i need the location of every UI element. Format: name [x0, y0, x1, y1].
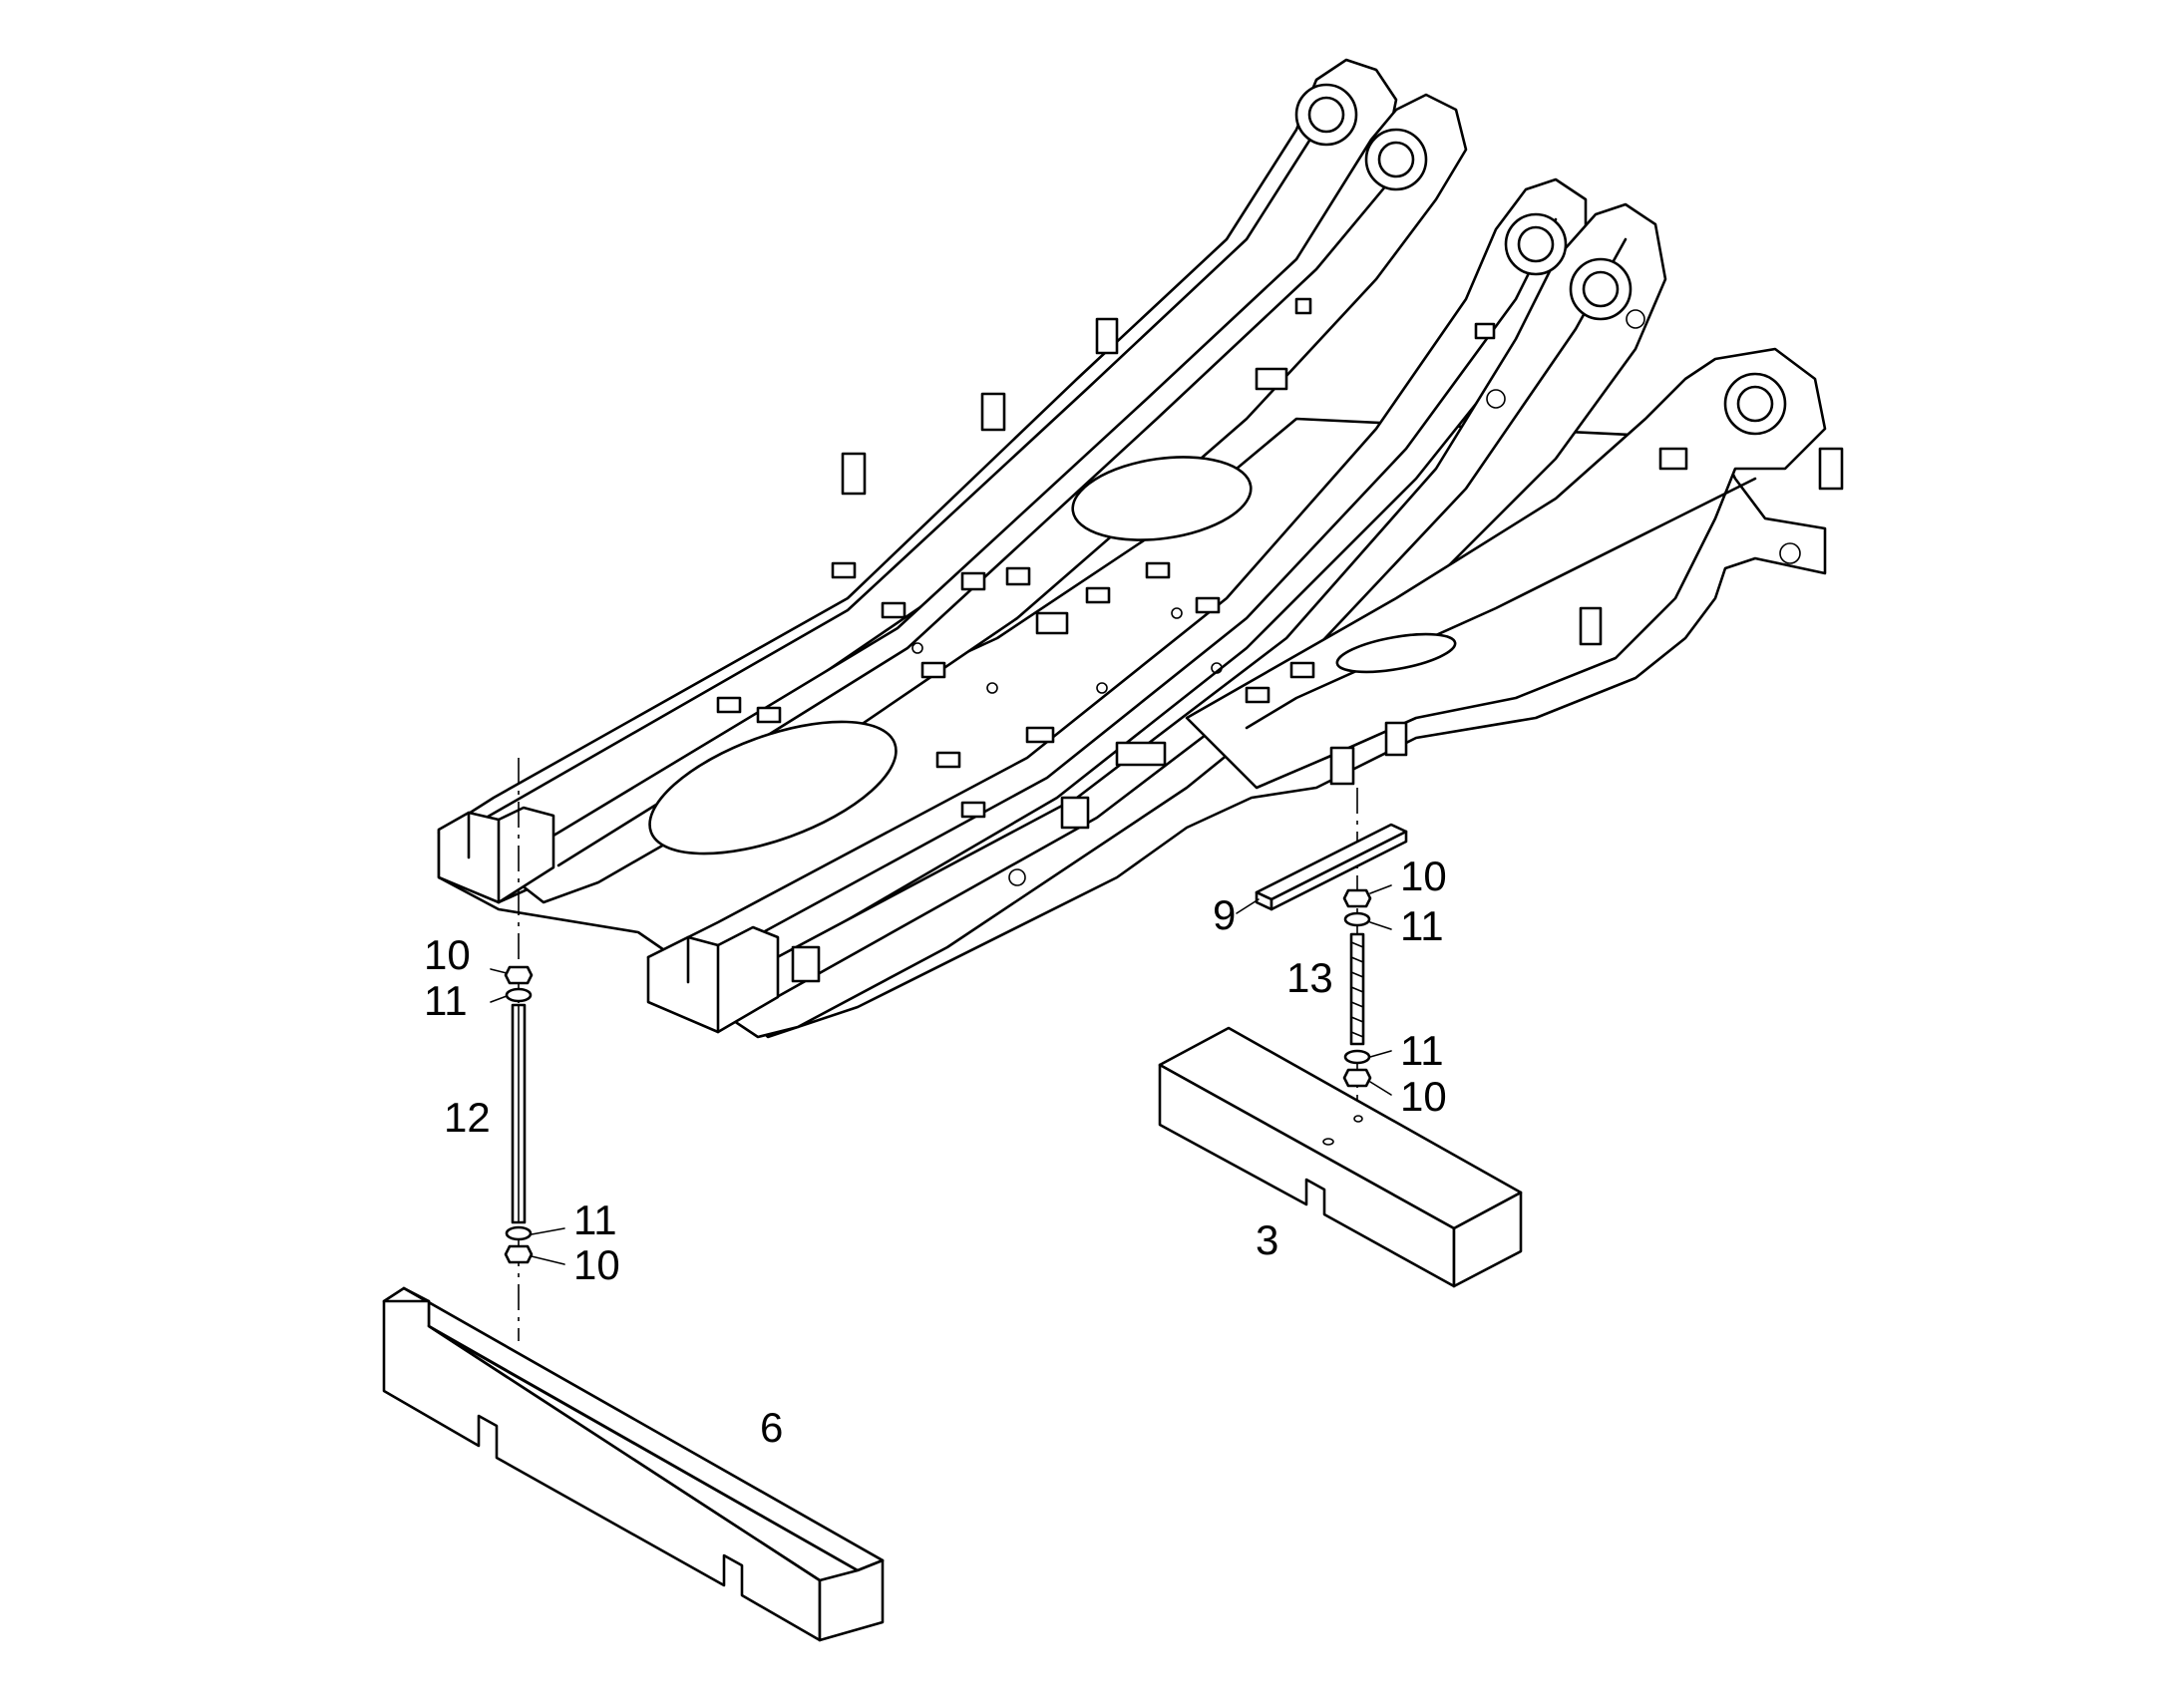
- callout-3-block: 3: [1256, 1216, 1278, 1263]
- frame-right-opening: [1335, 632, 1457, 674]
- callout-12-left-stud: 12: [444, 1094, 491, 1141]
- frame-front-opening: [648, 720, 898, 855]
- right-upper-washer: [1343, 911, 1371, 927]
- frame-beam-2-inner-line: [556, 148, 1418, 867]
- block-6-top-groove: [402, 1286, 885, 1572]
- callout-10-right-lower: 10: [1400, 1073, 1447, 1120]
- callout-10-left-upper: 10: [424, 931, 471, 978]
- pivot-lug-2: [1364, 128, 1428, 191]
- frame-holes: [911, 309, 1801, 886]
- callout-13-right-stud: 13: [1286, 954, 1333, 1001]
- left-upper-washer: [505, 987, 533, 1003]
- callout-10-left-lower: 10: [573, 1241, 620, 1288]
- callout-10-right-upper: 10: [1400, 853, 1447, 899]
- left-lower-nut: [504, 1244, 534, 1264]
- pivot-lug-3: [1504, 212, 1568, 276]
- frame-beam-3-inner-line: [706, 217, 1558, 964]
- frame-beam-right-inner: [646, 177, 1588, 999]
- callout-11-left-lower: 11: [573, 1196, 617, 1243]
- callout-6-block: 6: [760, 1404, 783, 1451]
- callout-11-left-upper: 11: [424, 977, 468, 1024]
- right-stud-rod: [1349, 932, 1365, 1046]
- callout-11-right-upper: 11: [1400, 902, 1444, 949]
- frame-front-block-detail: [467, 811, 720, 1034]
- block-3-hole: [1322, 1138, 1334, 1146]
- right-lower-washer: [1343, 1049, 1371, 1065]
- left-stud-rod: [511, 1003, 527, 1224]
- main-frame-assembly: [437, 58, 1844, 1039]
- block-6-front: [382, 1299, 822, 1642]
- frame-beam-left-inner-line: [467, 128, 1318, 830]
- block-6-top-ridge: [427, 1324, 822, 1582]
- part-9-strip: [1236, 823, 1408, 914]
- left-lower-washer: [505, 1225, 533, 1241]
- part-6-counterweight: [382, 1286, 885, 1642]
- block-3-side: [1452, 1191, 1523, 1288]
- pivot-lug-4: [1569, 257, 1633, 321]
- right-lower-nut: [1342, 1068, 1372, 1088]
- callout-labels: 10 11 12 11 10 6 9 10 11 13 11 10 3: [424, 853, 1447, 1451]
- callout-11-right-lower: 11: [1400, 1027, 1444, 1074]
- frame-right-box-edge: [1245, 477, 1757, 730]
- frame-center-opening: [1071, 456, 1253, 541]
- block-6-end-face: [818, 1558, 885, 1642]
- right-upper-nut: [1342, 888, 1372, 908]
- callout-9-strip: 9: [1213, 891, 1236, 938]
- pivot-lug-1: [1294, 83, 1358, 147]
- pivot-lug-5: [1723, 372, 1787, 436]
- part-3-counterweight: [1158, 1026, 1523, 1288]
- frame-brackets: [716, 297, 1844, 983]
- frame-front-block-right: [646, 925, 780, 1034]
- left-stud-assembly: [490, 758, 565, 1341]
- left-upper-nut: [504, 965, 534, 985]
